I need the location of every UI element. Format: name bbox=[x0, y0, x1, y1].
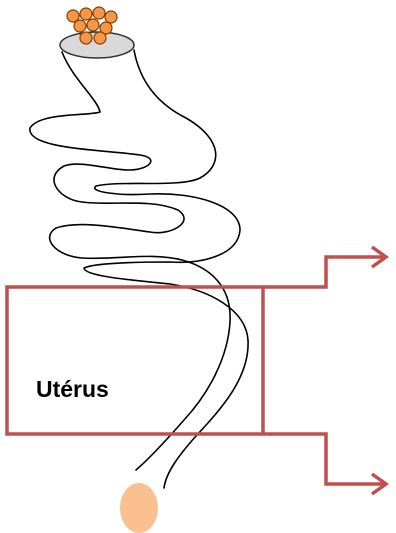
arrow-lower-line bbox=[263, 434, 384, 484]
arrow-lower bbox=[263, 434, 386, 494]
arrow-upper bbox=[263, 247, 386, 287]
uterus-label: Utérus bbox=[36, 376, 109, 402]
arrow-upper-line bbox=[263, 257, 384, 287]
uterus-frame bbox=[7, 287, 263, 434]
ovary bbox=[60, 7, 134, 58]
oviduct-tube bbox=[30, 50, 248, 488]
egg-icon bbox=[120, 483, 158, 533]
oviduct-right-wall bbox=[84, 50, 248, 488]
